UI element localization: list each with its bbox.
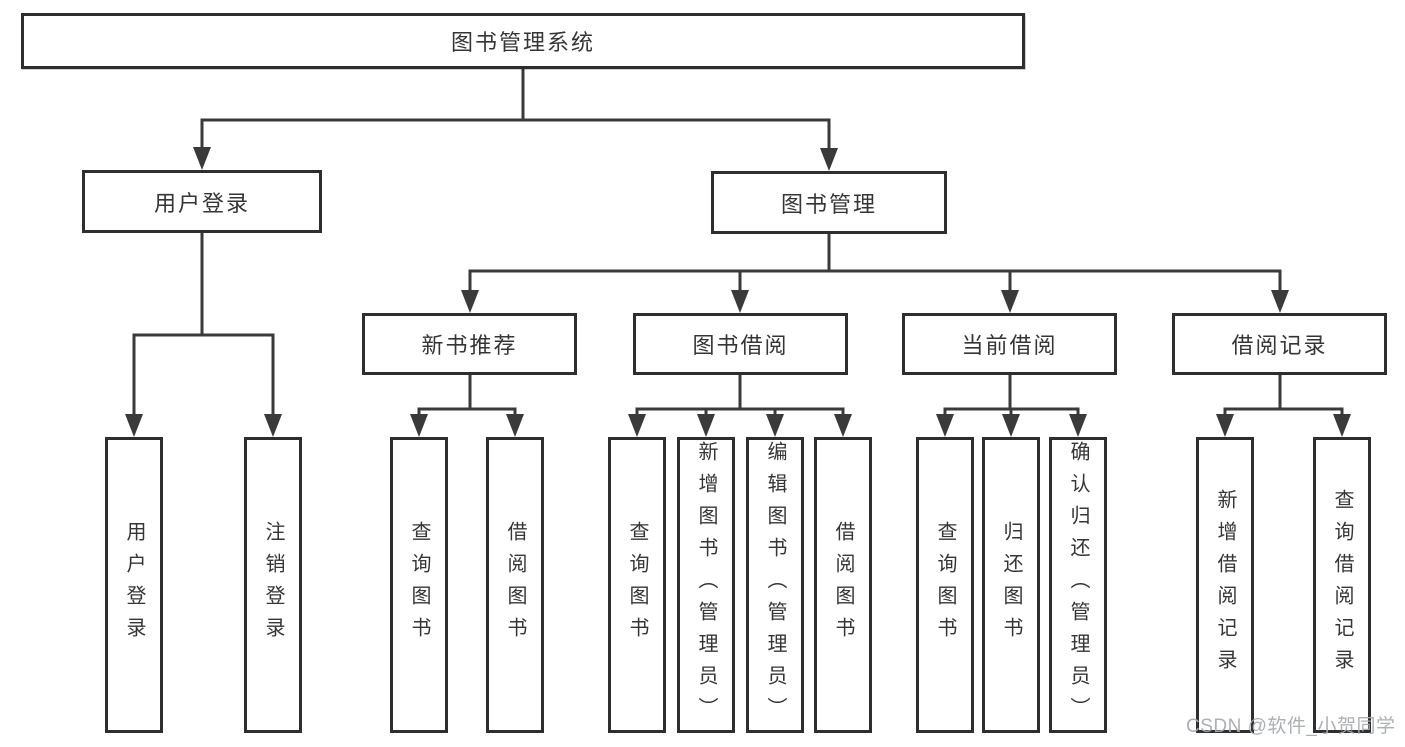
node-leaf-edit-books-admin: 编辑图书（管理员）: [746, 437, 804, 733]
node-book-management: 图书管理: [711, 171, 947, 234]
arrowheads: [125, 147, 1351, 437]
leaf-label: 借阅图书: [504, 521, 526, 649]
leaf-label: 注销登录: [262, 521, 284, 649]
leaf-label: 用户登录: [123, 521, 145, 649]
leaf-label: 归还图书: [1000, 521, 1022, 649]
node-leaf-logout: 注销登录: [244, 437, 302, 733]
node-leaf-query-books-current: 查询图书: [916, 437, 974, 733]
node-borrow-records: 借阅记录: [1172, 313, 1387, 375]
leaf-label: 编辑图书（管理员）: [764, 441, 786, 729]
node-book-borrow: 图书借阅: [633, 313, 848, 375]
node-new-book-recommend: 新书推荐: [362, 313, 577, 375]
leaf-label: 新增图书（管理员）: [695, 441, 717, 729]
leaf-label: 查询借阅记录: [1331, 489, 1353, 681]
node-leaf-borrow-books-recommend: 借阅图书: [486, 437, 544, 733]
leaf-label: 确认归还（管理员）: [1067, 441, 1089, 729]
leaf-label: 查询图书: [408, 521, 430, 649]
node-current-borrow: 当前借阅: [902, 313, 1117, 375]
node-user-login: 用户登录: [82, 170, 322, 233]
node-leaf-add-books-admin: 新增图书（管理员）: [677, 437, 735, 733]
leaf-label: 借阅图书: [832, 521, 854, 649]
csdn-watermark: CSDN @软件_小贺同学: [1186, 716, 1396, 737]
node-leaf-query-books-recommend: 查询图书: [390, 437, 448, 733]
node-leaf-return-books: 归还图书: [982, 437, 1040, 733]
node-leaf-confirm-return-admin: 确认归还（管理员）: [1049, 437, 1107, 733]
node-leaf-add-borrow-record: 新增借阅记录: [1196, 437, 1254, 733]
leaf-label: 查询图书: [626, 521, 648, 649]
node-leaf-query-books-borrow: 查询图书: [608, 437, 666, 733]
node-library-management-system: 图书管理系统: [21, 13, 1025, 69]
node-leaf-user-login: 用户登录: [105, 437, 163, 733]
node-leaf-query-borrow-record: 查询借阅记录: [1313, 437, 1371, 733]
leaf-label: 新增借阅记录: [1214, 489, 1236, 681]
leaf-label: 查询图书: [934, 521, 956, 649]
node-leaf-borrow-books: 借阅图书: [814, 437, 872, 733]
